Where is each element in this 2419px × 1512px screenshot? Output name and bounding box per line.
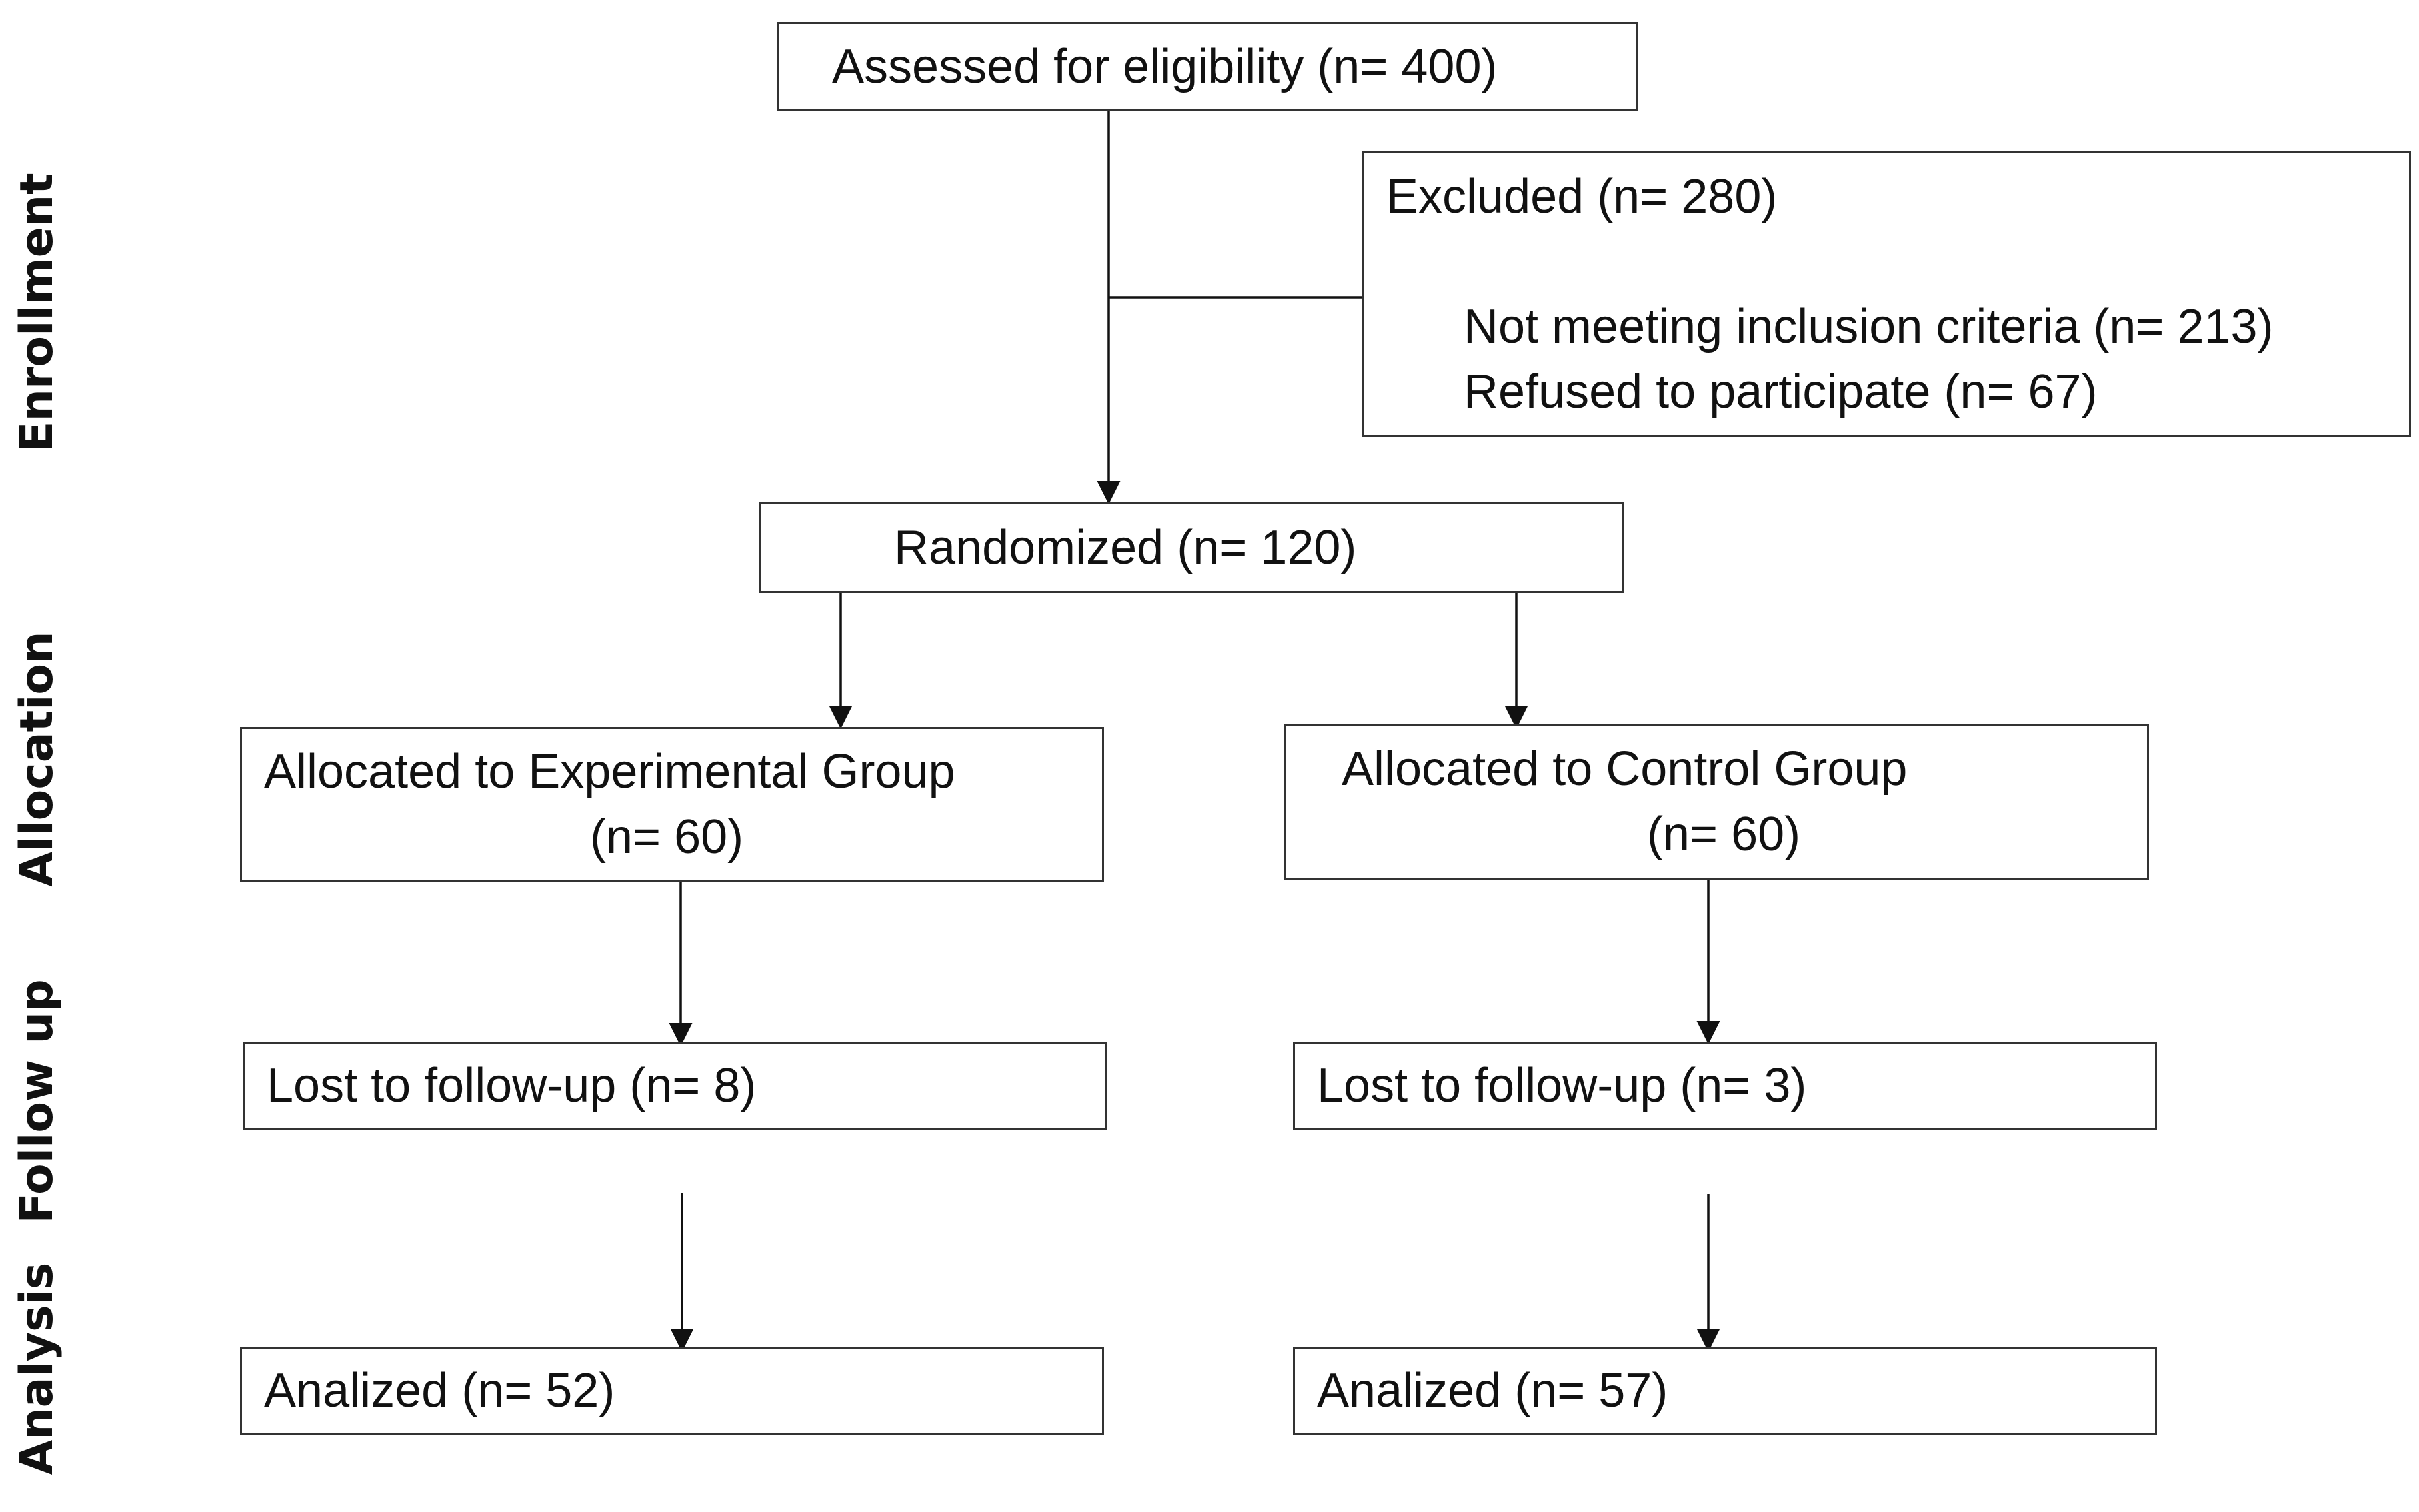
stage-label-follow-up: Follow up xyxy=(11,979,63,1224)
excluded-reason: Not meeting inclusion criteria (n= 213) xyxy=(1464,300,2274,353)
stage-label-allocation: Allocation xyxy=(11,631,63,887)
control-group-box: Allocated to Control Group (n= 60) xyxy=(1284,724,2149,880)
stage-label-enrollment: Enrollment xyxy=(11,173,63,452)
experimental-group-label: Allocated to Experimental Group xyxy=(264,745,955,798)
analyzed-experimental-box: Analized (n= 52) xyxy=(240,1347,1104,1435)
assessed-box: Assessed for eligibility (n= 400) xyxy=(777,22,1638,111)
excluded-reason: Refused to participate (n= 67) xyxy=(1464,365,2098,418)
analyzed-control-box: Analized (n= 57) xyxy=(1293,1347,2157,1435)
analyzed-control-label: Analized (n= 57) xyxy=(1317,1364,1668,1417)
control-group-label: Allocated to Control Group xyxy=(1342,742,1908,796)
stage-label-analysis: Analysis xyxy=(11,1262,63,1475)
randomized-box: Randomized (n= 120) xyxy=(759,502,1624,593)
lost-followup-control-box: Lost to follow-up (n= 3) xyxy=(1293,1042,2157,1130)
randomized-label: Randomized (n= 120) xyxy=(894,521,1357,574)
lost-followup-experimental-label: Lost to follow-up (n= 8) xyxy=(267,1059,757,1112)
control-group-count: (n= 60) xyxy=(1647,808,1801,861)
excluded-title: Excluded (n= 280) xyxy=(1386,170,1778,223)
lost-followup-control-label: Lost to follow-up (n= 3) xyxy=(1317,1059,1807,1112)
experimental-group-box: Allocated to Experimental Group (n= 60) xyxy=(240,727,1104,882)
lost-followup-experimental-box: Lost to follow-up (n= 8) xyxy=(243,1042,1107,1130)
assessed-label: Assessed for eligibility (n= 400) xyxy=(832,40,1498,93)
excluded-box: Excluded (n= 280) Not meeting inclusion … xyxy=(1362,151,2411,437)
analyzed-experimental-label: Analized (n= 52) xyxy=(264,1364,615,1417)
experimental-group-count: (n= 60) xyxy=(590,810,744,864)
